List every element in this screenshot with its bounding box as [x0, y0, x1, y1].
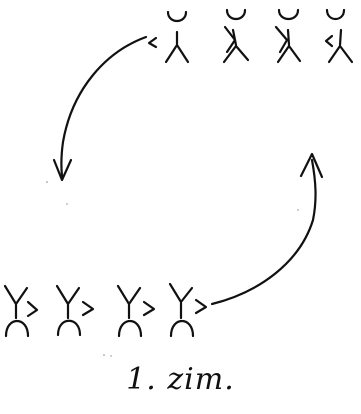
- arrow-top-to-bottom: [54, 37, 146, 180]
- bottom-figure-3: [118, 286, 154, 336]
- top-figure-2: [224, 10, 248, 62]
- top-figure-4: [326, 10, 352, 62]
- top-figure-3: [276, 10, 300, 62]
- bottom-figure-2: [57, 286, 93, 335]
- arrow-bottom-to-top: [212, 154, 322, 304]
- bottom-figure-1: [5, 286, 37, 336]
- top-figure-1: [149, 12, 188, 62]
- bottom-figure-4: [170, 284, 206, 336]
- caption: 1. zim.: [0, 362, 361, 397]
